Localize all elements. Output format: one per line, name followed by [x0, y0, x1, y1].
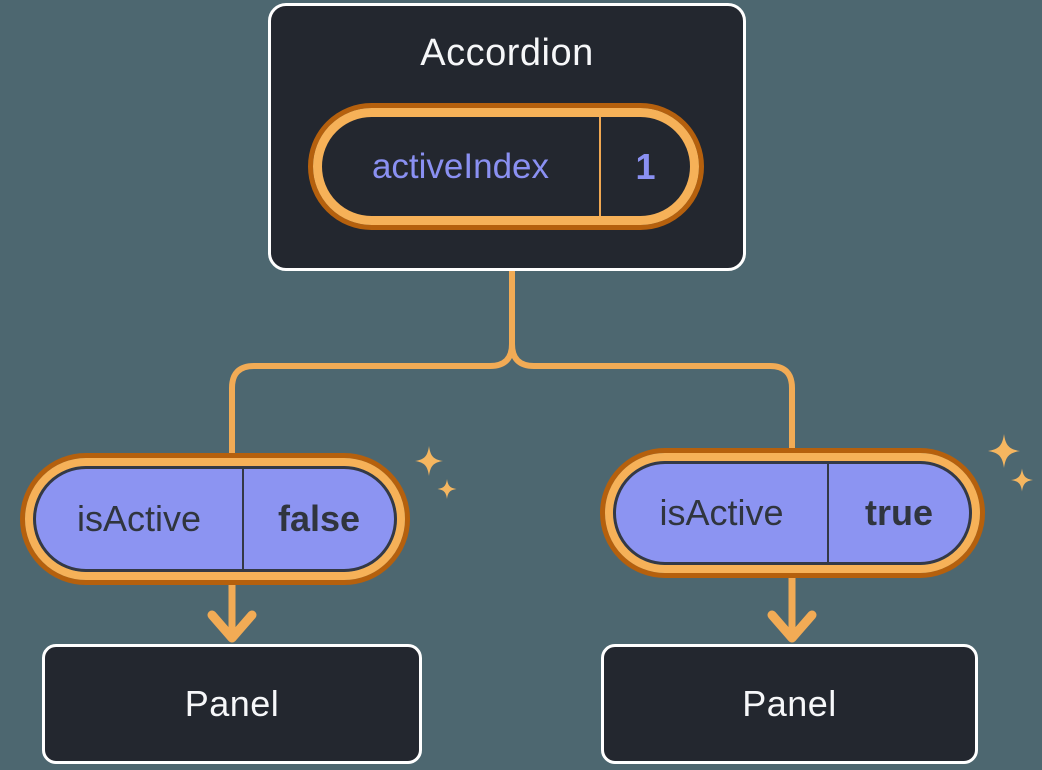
state-value-label: 1: [635, 145, 656, 187]
state-pill-activeindex: activeIndex 1: [308, 103, 704, 230]
state-pill-body: activeIndex 1: [322, 117, 690, 216]
component-title: Panel: [184, 683, 280, 724]
prop-name-label: isActive: [76, 498, 202, 539]
pill-divider: [242, 469, 244, 569]
state-name-label: activeIndex: [371, 146, 550, 186]
prop-pill-isactive-true: isActive true: [600, 448, 985, 578]
connector-line-left: [229, 269, 515, 456]
prop-pill-body: isActive true: [613, 461, 972, 565]
prop-pill-ring: isActive true: [605, 453, 980, 573]
panel-component-box: Panel: [42, 644, 422, 764]
connector-line-right: [509, 269, 795, 452]
state-pill-ring: activeIndex 1: [313, 108, 699, 225]
component-title: Panel: [742, 683, 837, 724]
component-title: Accordion: [420, 32, 594, 74]
prop-value-label: false: [277, 498, 361, 539]
sparkle-icon: [988, 434, 1033, 492]
prop-pill-ring: isActive false: [25, 458, 405, 580]
pill-divider: [599, 117, 601, 216]
sparkle-icon: [415, 446, 457, 499]
prop-name-label: isActive: [659, 492, 784, 533]
prop-value-label: true: [864, 492, 933, 533]
pill-divider: [827, 464, 829, 562]
prop-pill-isactive-false: isActive false: [20, 453, 410, 585]
arrow-down-icon: [767, 576, 817, 643]
prop-pill-body: isActive false: [33, 466, 397, 572]
panel-component-box: Panel: [601, 644, 978, 764]
accordion-component-box: Accordion activeIndex 1: [268, 3, 746, 271]
arrow-down-icon: [207, 583, 257, 643]
